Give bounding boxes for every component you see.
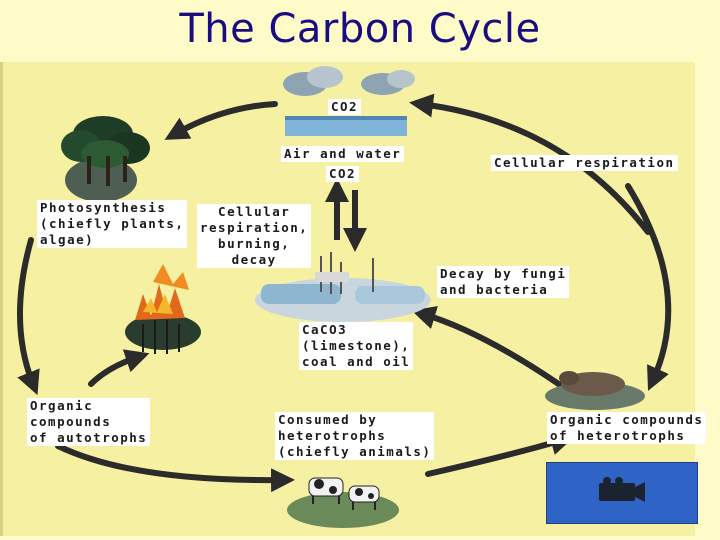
arrow-autotrophs-to-fire [91, 357, 138, 384]
respiration-burning-decay-label: Cellular respiration, burning, decay [197, 204, 311, 268]
caco3-label: CaCO3 (limestone), coal and oil [299, 322, 413, 370]
arrow-decay-to-caco3 [423, 314, 563, 387]
organic-heterotrophs-label: Organic compounds of heterotrophs [547, 412, 706, 444]
burning-forest-icon [125, 264, 201, 354]
organic-autotrophs-label: Organic compounds of autotrophs [27, 398, 150, 446]
arrow-cows-to-heterotrophs [428, 440, 563, 474]
co2-top-label: CO2 [328, 99, 361, 115]
arrow-co2-to-trees [175, 104, 275, 134]
photosynthesis-label: Photosynthesis (chiefly plants, algae) [37, 200, 187, 248]
air-water-label: Air and water [281, 146, 404, 162]
cellular-respiration-label: Cellular respiration [491, 155, 678, 171]
arrow-autotrophs-to-cows [58, 446, 283, 480]
decay-label: Decay by fungi and bacteria [437, 266, 569, 298]
video-button[interactable] [546, 462, 698, 524]
video-camera-icon [547, 463, 697, 523]
dead-animal-icon [545, 371, 645, 410]
arrow-left-side-down [20, 240, 33, 384]
consumed-by-heterotrophs-label: Consumed by heterotrophs (chiefly animal… [275, 412, 434, 460]
co2-mid-label: CO2 [326, 166, 359, 182]
cows-icon [287, 478, 399, 528]
trees-icon [61, 116, 150, 202]
slide-title: The Carbon Cycle [0, 6, 720, 52]
